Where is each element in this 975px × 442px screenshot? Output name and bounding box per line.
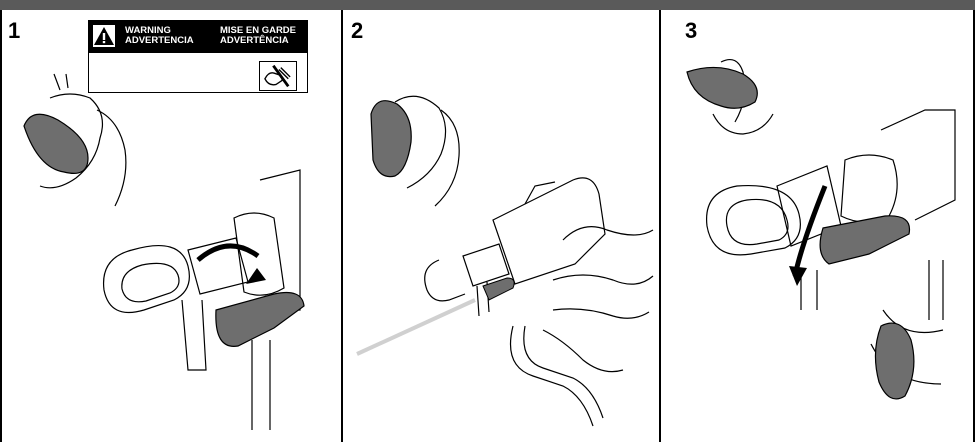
top-bar [0, 0, 975, 10]
illustration-step-2 [343, 10, 659, 442]
illustration-step-1 [2, 10, 343, 442]
illustration-step-3 [661, 10, 975, 442]
panel-step-1: 1 WARNING ADVERTENCIA MISE EN GARDE ADVE… [0, 10, 343, 442]
panel-step-2: 2 [341, 10, 661, 442]
panel-step-3: 3 [659, 10, 975, 442]
